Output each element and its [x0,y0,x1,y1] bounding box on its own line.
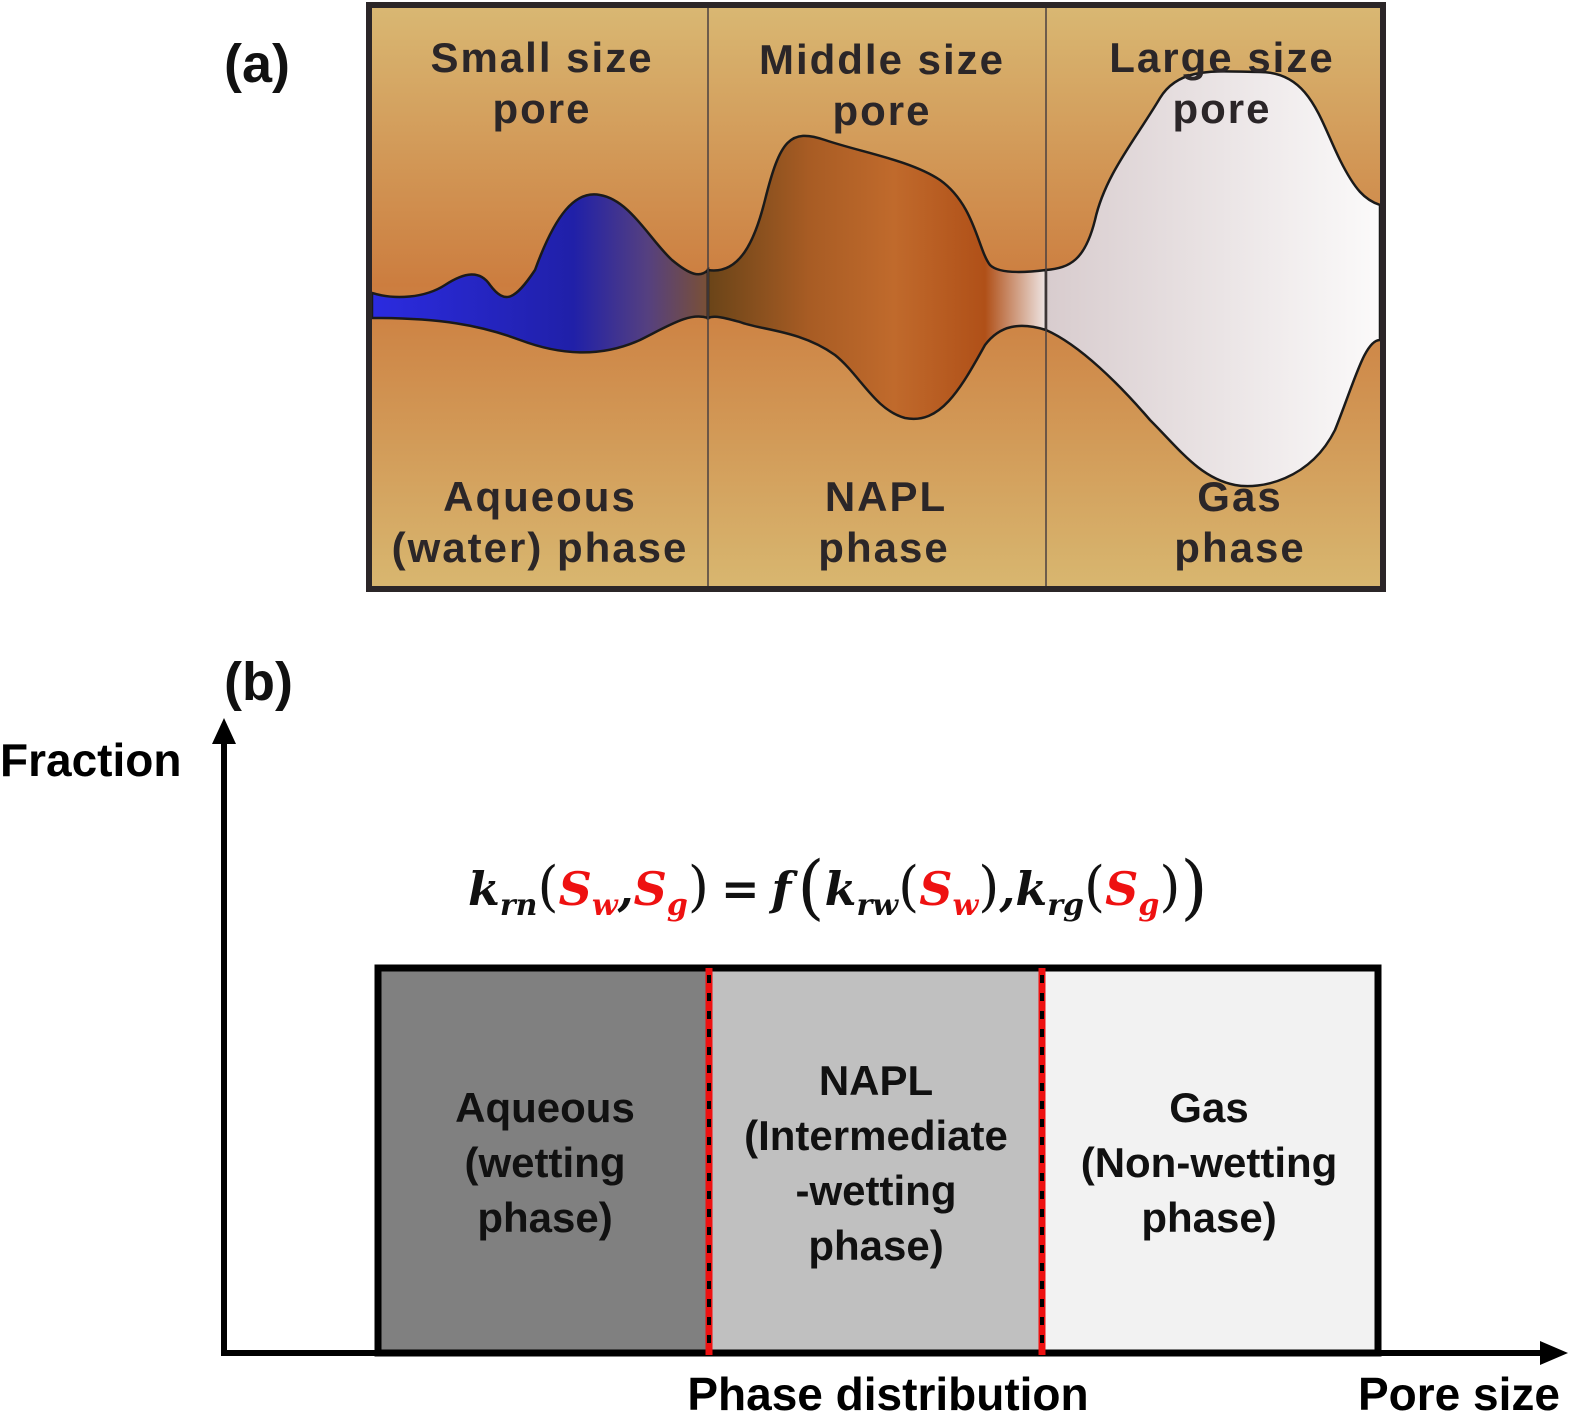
eq-sg: S [634,862,667,916]
small-pore-label: Small size [430,34,653,81]
equation: krn(Sw,Sg)=f(krw(Sw),krg(Sg)) [468,846,1208,928]
eq-sub: g [667,888,688,923]
eq-k: k [825,862,857,916]
gas-phase-label: Gas [1197,473,1282,520]
gas-phase-blob [1044,70,1380,488]
gas-box-label-line3: phase) [1141,1194,1276,1241]
svg-text:krn(Sw,Sg)=f(krw(Sw),krg(Sg)): krn(Sw,Sg)=f(krw(Sw),krg(Sg)) [468,846,1208,928]
panel-a-label: (a) [224,34,290,94]
eq-sub: rw [856,888,899,923]
eq-sw: S [559,862,592,916]
aqueous-phase-box [381,971,709,1351]
y-axis-arrow-icon [212,718,236,744]
eq-sub: w [592,888,619,923]
napl-phase-box [709,971,1042,1351]
eq-sub: rn [500,888,538,923]
phase-distribution [374,964,1382,1357]
middle-pore-label: Middle size [759,36,1005,83]
napl-phase-label-line2: phase [818,524,949,571]
x-axis-label: Pore size [1358,1368,1560,1420]
pore-diagram [366,2,1386,592]
eq-f: f [769,862,799,916]
eq-sg: S [1105,862,1138,916]
small-pore-label-line2: pore [492,85,591,132]
eq-sub: w [952,888,979,923]
aqueous-box-label-line3: phase) [477,1194,612,1241]
y-axis-label: Fraction [0,734,181,786]
water-phase-blob [372,193,710,354]
large-pore-label: Large size [1109,34,1334,81]
aqueous-phase-label: Aqueous [443,473,637,520]
aqueous-box-label-line2: (wetting [465,1139,626,1186]
napl-phase-label: NAPL [825,473,947,520]
eq-equals: = [721,862,760,916]
eq-k: k [1015,862,1047,916]
napl-box-label-line3: -wetting [796,1167,957,1214]
napl-box-label-line4: phase) [808,1222,943,1269]
gas-phase-box [1042,971,1377,1351]
x-axis-arrow-icon [1540,1341,1568,1365]
aqueous-phase-label-line2: (water) phase [392,524,689,571]
napl-box-label-line2: (Intermediate [744,1112,1008,1159]
middle-pore-label-line2: pore [832,87,931,134]
eq-sw: S [919,862,952,916]
phase-frame [374,964,1382,1357]
eq-sub: g [1138,888,1159,923]
gas-phase-label-line2: phase [1174,524,1305,571]
eq-k: k [468,862,500,916]
eq-sub: rg [1047,888,1084,923]
x-caption: Phase distribution [687,1368,1088,1420]
large-pore-label-line2: pore [1172,85,1271,132]
gas-box-label: Gas [1169,1084,1248,1131]
aqueous-box-label: Aqueous [455,1084,635,1131]
panel-b-label: (b) [224,652,293,712]
napl-box-label: NAPL [819,1057,933,1104]
gas-box-label-line2: (Non-wetting [1081,1139,1338,1186]
